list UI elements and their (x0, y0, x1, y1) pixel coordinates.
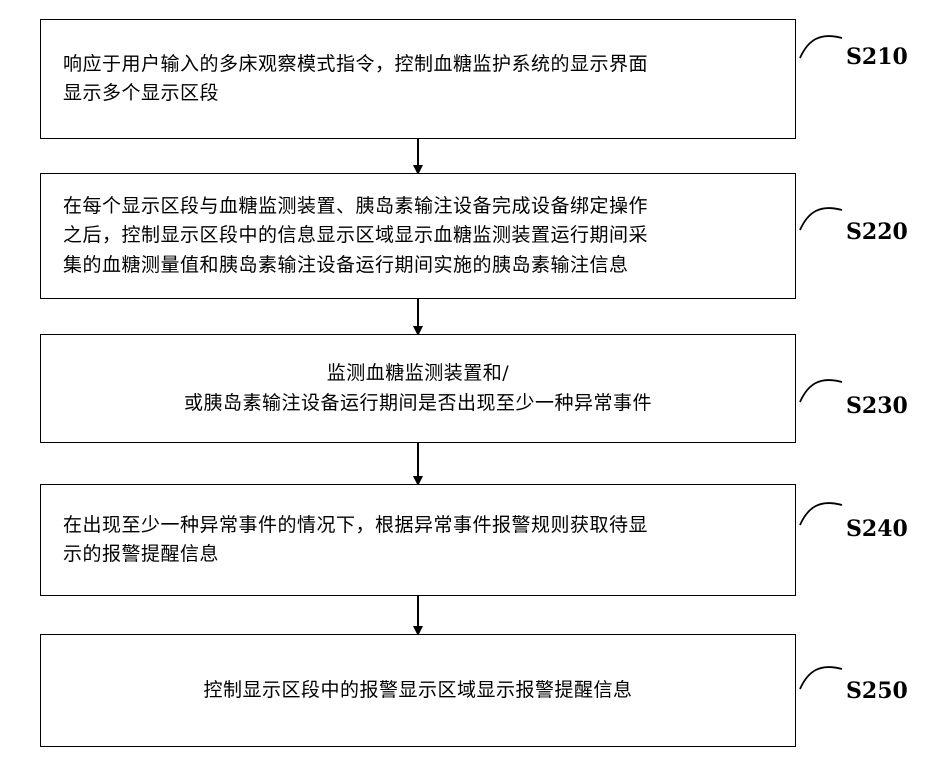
step-s250-line-1: 控制显示区段中的报警显示区域显示报警提醒信息 (63, 676, 773, 705)
leader-s230 (800, 380, 842, 402)
step-s210-line-2: 显示多个显示区段 (63, 79, 773, 108)
step-label-s230: S230 (846, 393, 908, 419)
step-box-s210: 响应于用户输入的多床观察模式指令，控制血糖监护系统的显示界面 显示多个显示区段 (40, 19, 796, 139)
step-label-s250: S250 (846, 678, 908, 704)
step-box-s240: 在出现至少一种异常事件的情况下，根据异常事件报警规则获取待显 示的报警提醒信息 (40, 484, 796, 596)
step-label-s240: S240 (846, 516, 908, 542)
step-s230-line-2: 或胰岛素输注设备运行期间是否出现至少一种异常事件 (63, 389, 773, 418)
leader-s210 (800, 36, 842, 58)
step-s220-line-1: 在每个显示区段与血糖监测装置、胰岛素输注设备完成设备绑定操作 (63, 192, 773, 221)
step-s220-line-3: 集的血糖测量值和胰岛素输注设备运行期间实施的胰岛素输注信息 (63, 251, 773, 280)
step-s210-line-1: 响应于用户输入的多床观察模式指令，控制血糖监护系统的显示界面 (63, 50, 773, 79)
step-box-s220: 在每个显示区段与血糖监测装置、胰岛素输注设备完成设备绑定操作 之后，控制显示区段… (40, 173, 796, 299)
step-s230-line-1: 监测血糖监测装置和/ (63, 359, 773, 388)
step-s240-line-1: 在出现至少一种异常事件的情况下，根据异常事件报警规则获取待显 (63, 511, 773, 540)
leader-s240 (800, 503, 842, 525)
step-s240-line-2: 示的报警提醒信息 (63, 540, 773, 569)
leader-s250 (800, 667, 842, 689)
step-box-s230: 监测血糖监测装置和/ 或胰岛素输注设备运行期间是否出现至少一种异常事件 (40, 334, 796, 443)
step-label-s220: S220 (846, 219, 908, 245)
step-s220-line-2: 之后，控制显示区段中的信息显示区域显示血糖监测装置运行期间采 (63, 221, 773, 250)
leader-s220 (800, 208, 842, 230)
step-label-s210: S210 (846, 44, 908, 70)
step-box-s250: 控制显示区段中的报警显示区域显示报警提醒信息 (40, 634, 796, 747)
